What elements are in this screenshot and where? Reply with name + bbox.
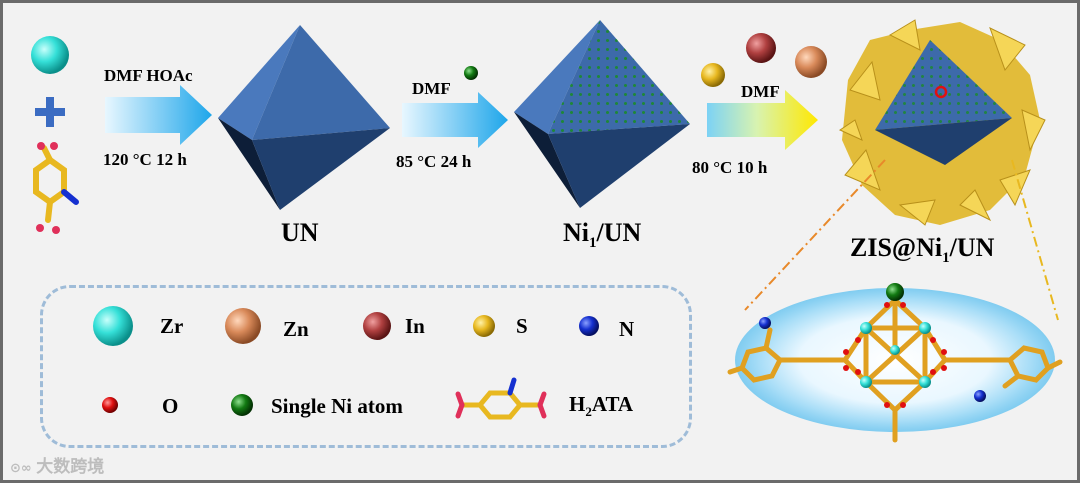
step3-solvent: DMF bbox=[741, 82, 780, 101]
reaction-arrow-3 bbox=[707, 90, 818, 150]
legend-ni-sphere bbox=[231, 394, 253, 416]
legend-o-label: O bbox=[162, 394, 179, 418]
legend-h2ata-molecule bbox=[455, 377, 547, 420]
step2-solvent: DMF bbox=[412, 79, 451, 98]
legend-h2ata-label: H2ATA bbox=[569, 392, 634, 420]
cluster-atoms bbox=[759, 283, 986, 408]
watermark-text: ⊙∞ 大数跨境 bbox=[10, 457, 105, 477]
step2-conditions: 85 °C 24 h bbox=[396, 152, 472, 171]
legend-zr-sphere bbox=[93, 306, 133, 346]
step3-conditions: 80 °C 10 h bbox=[692, 158, 768, 177]
in-sphere-top bbox=[746, 33, 776, 63]
reaction-arrow-1 bbox=[105, 85, 212, 145]
zis-core-octahedron bbox=[875, 40, 1012, 165]
legend-in-sphere bbox=[363, 312, 391, 340]
legend-n-label: N bbox=[619, 317, 635, 341]
ni-atom-sphere bbox=[464, 66, 478, 80]
zoom-marker-circle bbox=[934, 85, 948, 99]
plus-icon bbox=[35, 97, 65, 127]
product-zis-label: ZIS@Ni1/UN bbox=[850, 233, 995, 267]
linker-oxygen-atoms bbox=[36, 142, 60, 234]
watermark-logo-icon: ⊙∞ bbox=[10, 461, 37, 476]
legend-s-sphere bbox=[473, 315, 495, 337]
legend-o-sphere bbox=[102, 397, 118, 413]
legend-ni-label: Single Ni atom bbox=[271, 394, 403, 418]
step1-conditions: 120 °C 12 h bbox=[103, 150, 187, 169]
legend-n-sphere bbox=[579, 316, 599, 336]
zr6-cluster-model bbox=[727, 297, 1063, 443]
product-un-label: UN bbox=[281, 218, 319, 247]
h2ata-linker-molecule bbox=[33, 145, 79, 223]
legend-s-label: S bbox=[516, 314, 528, 338]
un-octahedron bbox=[218, 25, 390, 210]
legend-zr-label: Zr bbox=[160, 314, 184, 338]
zoom-line-left bbox=[744, 159, 886, 311]
legend-in-label: In bbox=[405, 314, 425, 338]
zn-sphere-top bbox=[795, 46, 827, 78]
step1-solvents: DMF HOAc bbox=[104, 66, 193, 85]
zoom-line-right bbox=[1011, 159, 1059, 321]
s-sphere-top bbox=[701, 63, 725, 87]
product-ni-un-label: Ni1/UN bbox=[563, 218, 642, 252]
reaction-arrow-2 bbox=[402, 92, 508, 148]
zr-cluster-sphere bbox=[31, 36, 69, 74]
legend-zn-label: Zn bbox=[283, 317, 309, 341]
legend-box bbox=[40, 285, 692, 448]
legend-zn-sphere bbox=[225, 308, 261, 344]
ni-un-octahedron bbox=[514, 20, 690, 208]
